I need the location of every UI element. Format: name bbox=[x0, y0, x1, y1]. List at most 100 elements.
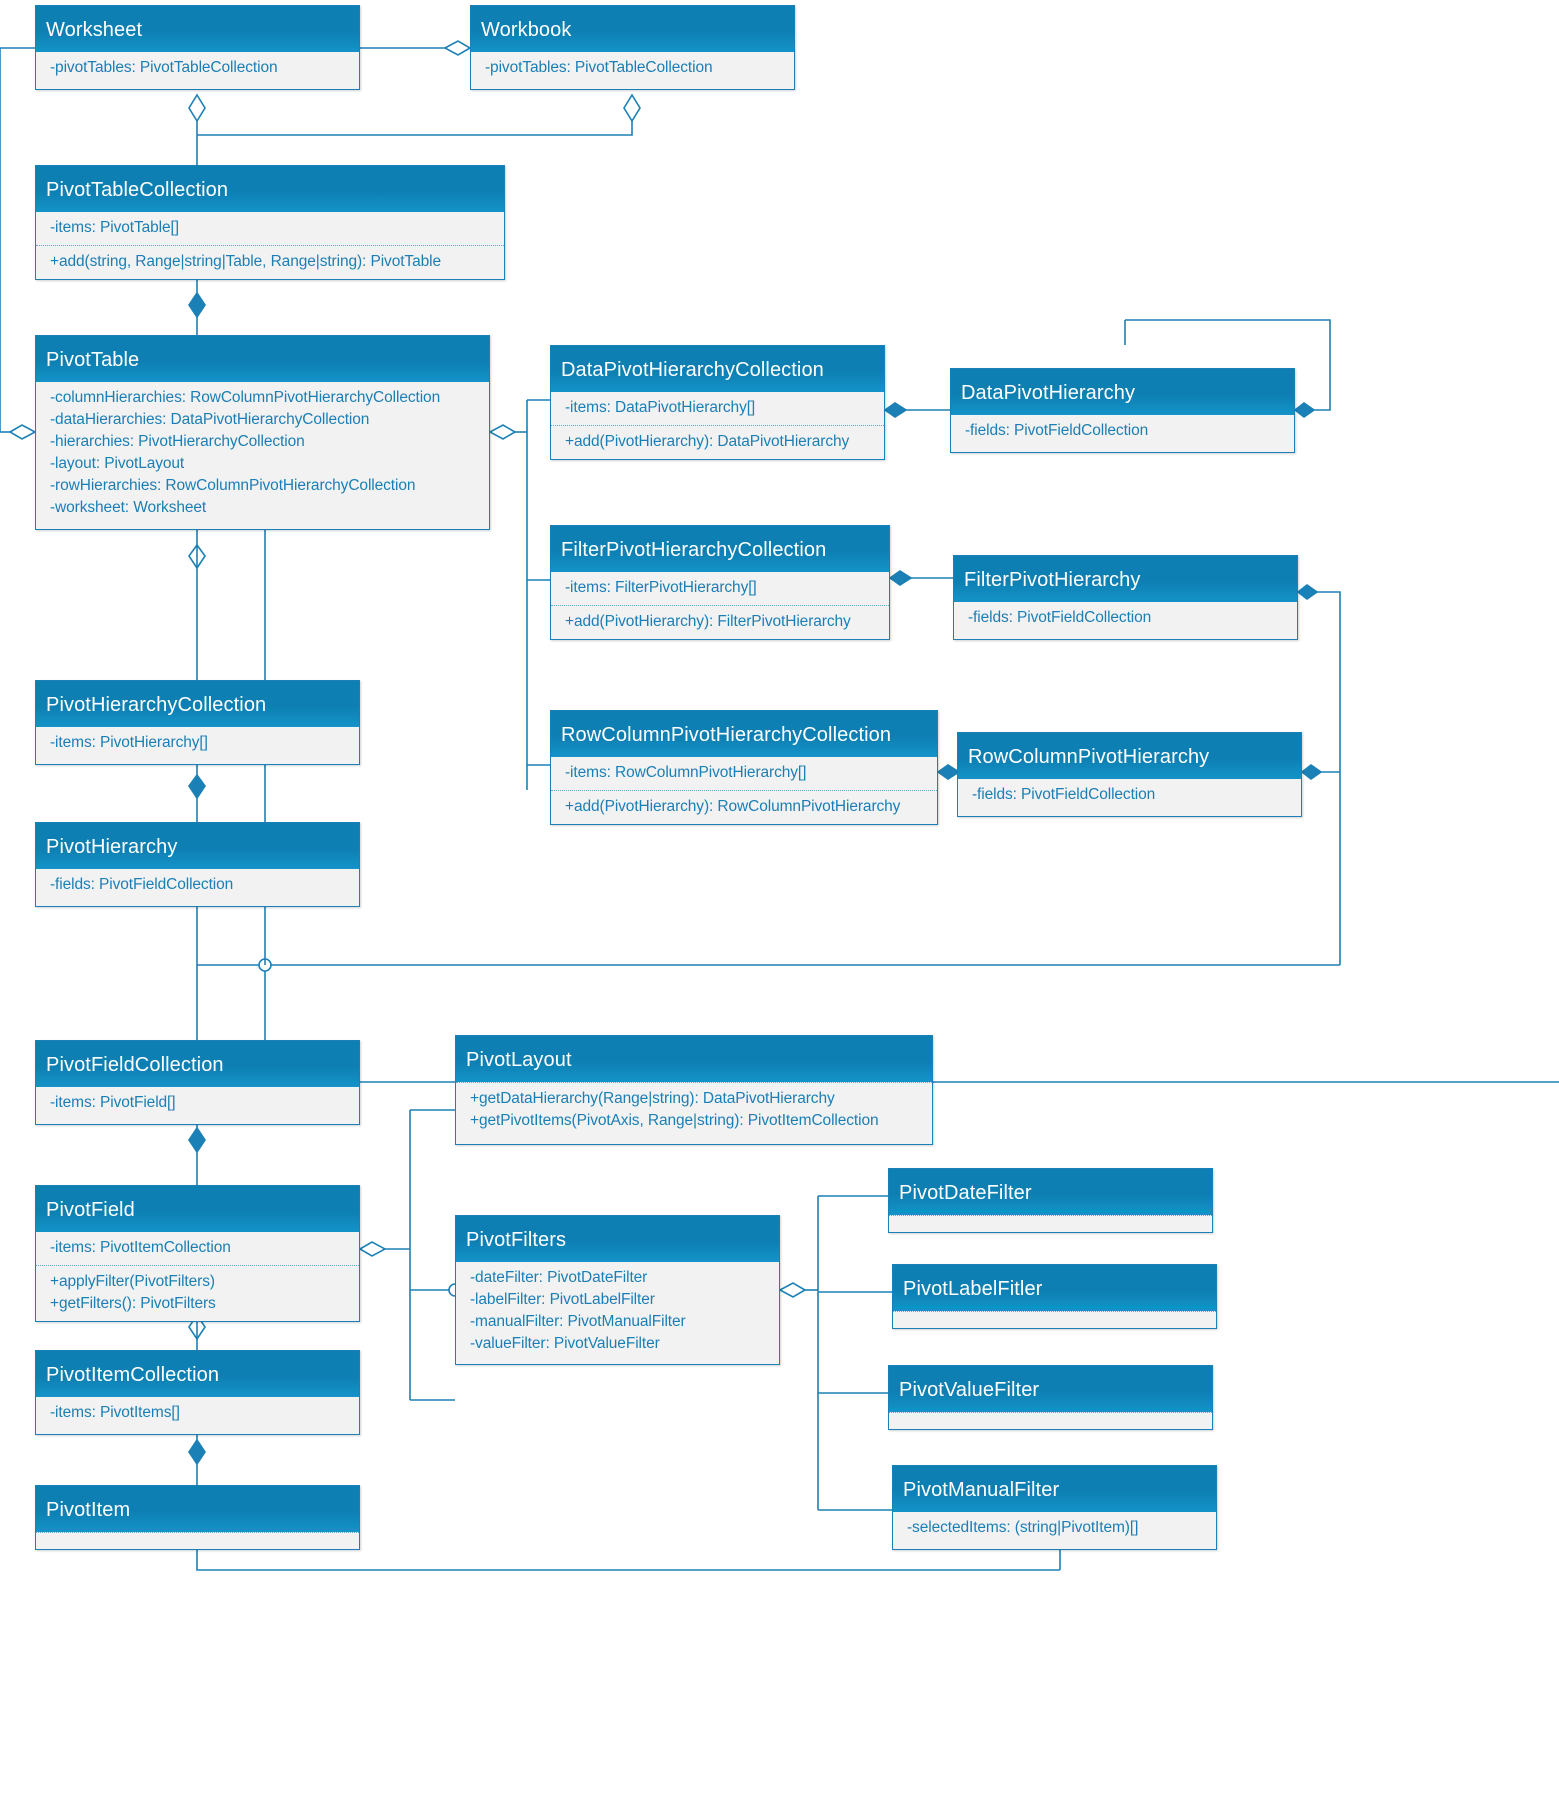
uml-class-filter-pivot-hierarchy-collection[interactable]: FilterPivotHierarchyCollection -items: Fi… bbox=[550, 525, 890, 640]
empty-compartment-pivot-label-filter bbox=[893, 1311, 1216, 1325]
uml-class-pivot-hierarchy-collection[interactable]: PivotHierarchyCollection -items: PivotHie… bbox=[35, 680, 360, 765]
attribute-row: -valueFilter: PivotValueFilter bbox=[470, 1335, 660, 1352]
class-name-row-column-pivot-hierarchy-collection: RowColumnPivotHierarchyCollection bbox=[551, 711, 937, 757]
attributes-compartment-pivot-field-collection: -items: PivotField[] bbox=[36, 1087, 359, 1120]
uml-class-worksheet[interactable]: Worksheet -pivotTables: PivotTableCollect… bbox=[35, 5, 360, 90]
attributes-compartment-pivot-hierarchy-collection: -items: PivotHierarchy[] bbox=[36, 727, 359, 760]
attribute-row: -fields: PivotFieldCollection bbox=[965, 422, 1149, 439]
attribute-row: -dateFilter: PivotDateFilter bbox=[470, 1269, 648, 1286]
attribute-row: -items: DataPivotHierarchy[] bbox=[565, 399, 756, 416]
attribute-row: -manualFilter: PivotManualFilter bbox=[470, 1313, 686, 1330]
uml-class-pivot-table[interactable]: PivotTable -columnHierarchies: RowColumnP… bbox=[35, 335, 490, 530]
uml-class-workbook[interactable]: Workbook -pivotTables: PivotTableCollecti… bbox=[470, 5, 795, 90]
attributes-compartment-pivot-table-collection: -items: PivotTable[] bbox=[36, 212, 504, 245]
attribute-row: -columnHierarchies: RowColumnPivotHierar… bbox=[50, 389, 441, 406]
attribute-row: -items: PivotField[] bbox=[50, 1094, 176, 1111]
attributes-compartment-pivot-hierarchy: -fields: PivotFieldCollection bbox=[36, 869, 359, 902]
uml-class-pivot-table-collection[interactable]: PivotTableCollection -items: PivotTable[]… bbox=[35, 165, 505, 280]
uml-class-data-pivot-hierarchy[interactable]: DataPivotHierarchy-fields: PivotFieldCol… bbox=[950, 368, 1295, 453]
attribute-row: -selectedItems: (string|PivotItem)[] bbox=[907, 1519, 1139, 1536]
class-name-workbook: Workbook bbox=[471, 6, 794, 52]
class-name-pivot-manual-filter: PivotManualFilter bbox=[893, 1466, 1216, 1512]
attributes-compartment-row-column-pivot-hierarchy-collection: -items: RowColumnPivotHierarchy[] bbox=[551, 757, 937, 790]
methods-compartment-filter-pivot-hierarchy-collection: +add(PivotHierarchy): FilterPivotHierarc… bbox=[551, 605, 889, 639]
attributes-compartment-worksheet: -pivotTables: PivotTableCollection bbox=[36, 52, 359, 85]
uml-class-pivot-label-filter[interactable]: PivotLabelFitler bbox=[892, 1264, 1217, 1329]
uml-class-row-column-pivot-hierarchy-collection[interactable]: RowColumnPivotHierarchyCollection -items:… bbox=[550, 710, 938, 825]
empty-compartment-pivot-value-filter bbox=[889, 1412, 1212, 1426]
method-row: +add(PivotHierarchy): RowColumnPivotHier… bbox=[565, 798, 901, 815]
attributes-compartment-workbook: -pivotTables: PivotTableCollection bbox=[471, 52, 794, 85]
method-row: +add(PivotHierarchy): FilterPivotHierarc… bbox=[565, 613, 851, 630]
uml-class-pivot-field[interactable]: PivotField -items: PivotItemCollection +ap… bbox=[35, 1185, 360, 1322]
attribute-row: -dataHierarchies: DataPivotHierarchyColl… bbox=[50, 411, 370, 428]
methods-compartment-data-pivot-hierarchy-collection: +add(PivotHierarchy): DataPivotHierarchy bbox=[551, 425, 884, 459]
attribute-row: -hierarchies: PivotHierarchyCollection bbox=[50, 433, 305, 450]
uml-class-pivot-value-filter[interactable]: PivotValueFilter bbox=[888, 1365, 1213, 1430]
attribute-row: -items: PivotItems[] bbox=[50, 1404, 180, 1421]
class-name-pivot-field-collection: PivotFieldCollection bbox=[36, 1041, 359, 1087]
attributes-compartment-pivot-manual-filter: -selectedItems: (string|PivotItem)[] bbox=[893, 1512, 1216, 1545]
method-row: +add(string, Range|string|Table, Range|s… bbox=[50, 253, 441, 270]
attributes-compartment-row-column-pivot-hierarchy: -fields: PivotFieldCollection bbox=[958, 779, 1301, 812]
attribute-row: -fields: PivotFieldCollection bbox=[972, 786, 1156, 803]
attribute-row: -pivotTables: PivotTableCollection bbox=[485, 59, 713, 76]
uml-class-pivot-hierarchy[interactable]: PivotHierarchy -fields: PivotFieldCollect… bbox=[35, 822, 360, 907]
attribute-row: -items: RowColumnPivotHierarchy[] bbox=[565, 764, 807, 781]
class-name-data-pivot-hierarchy-collection: DataPivotHierarchyCollection bbox=[551, 346, 884, 392]
class-name-filter-pivot-hierarchy-collection: FilterPivotHierarchyCollection bbox=[551, 526, 889, 572]
methods-compartment-pivot-field: +applyFilter(PivotFilters) +getFilters():… bbox=[36, 1265, 359, 1321]
class-name-pivot-date-filter: PivotDateFilter bbox=[889, 1169, 1212, 1215]
class-name-pivot-hierarchy: PivotHierarchy bbox=[36, 823, 359, 869]
attribute-row: -rowHierarchies: RowColumnPivotHierarchy… bbox=[50, 477, 416, 494]
attribute-row: -items: PivotTable[] bbox=[50, 219, 179, 236]
attribute-row: -fields: PivotFieldCollection bbox=[50, 876, 234, 893]
method-row: +getDataHierarchy(Range|string): DataPiv… bbox=[470, 1090, 835, 1107]
uml-class-pivot-item-collection[interactable]: PivotItemCollection -items: PivotItems[] bbox=[35, 1350, 360, 1435]
class-name-pivot-field: PivotField bbox=[36, 1186, 359, 1232]
uml-class-pivot-field-collection[interactable]: PivotFieldCollection -items: PivotField[] bbox=[35, 1040, 360, 1125]
class-name-pivot-layout: PivotLayout bbox=[456, 1036, 932, 1082]
method-row: +add(PivotHierarchy): DataPivotHierarchy bbox=[565, 433, 850, 450]
class-name-pivot-table-collection: PivotTableCollection bbox=[36, 166, 504, 212]
class-name-pivot-item-collection: PivotItemCollection bbox=[36, 1351, 359, 1397]
attributes-compartment-filter-pivot-hierarchy-collection: -items: FilterPivotHierarchy[] bbox=[551, 572, 889, 605]
uml-class-pivot-filters[interactable]: PivotFilters-dateFilter: PivotDateFilter… bbox=[455, 1215, 780, 1365]
attribute-row: -pivotTables: PivotTableCollection bbox=[50, 59, 278, 76]
class-name-pivot-filters: PivotFilters bbox=[456, 1216, 779, 1262]
attributes-compartment-pivot-filters: -dateFilter: PivotDateFilter -labelFilter… bbox=[456, 1262, 779, 1361]
attributes-compartment-data-pivot-hierarchy-collection: -items: DataPivotHierarchy[] bbox=[551, 392, 884, 425]
class-name-worksheet: Worksheet bbox=[36, 6, 359, 52]
method-row: +getFilters(): PivotFilters bbox=[50, 1295, 216, 1312]
attribute-row: -items: PivotItemCollection bbox=[50, 1239, 231, 1256]
class-name-row-column-pivot-hierarchy: RowColumnPivotHierarchy bbox=[958, 733, 1301, 779]
methods-compartment-pivot-table-collection: +add(string, Range|string|Table, Range|s… bbox=[36, 245, 504, 279]
attribute-row: -fields: PivotFieldCollection bbox=[968, 609, 1152, 626]
class-name-pivot-value-filter: PivotValueFilter bbox=[889, 1366, 1212, 1412]
uml-class-row-column-pivot-hierarchy[interactable]: RowColumnPivotHierarchy -fields: PivotFie… bbox=[957, 732, 1302, 817]
uml-class-pivot-manual-filter[interactable]: PivotManualFilter -selectedItems: (string… bbox=[892, 1465, 1217, 1550]
class-name-pivot-hierarchy-collection: PivotHierarchyCollection bbox=[36, 681, 359, 727]
attributes-compartment-data-pivot-hierarchy: -fields: PivotFieldCollection bbox=[951, 415, 1294, 448]
uml-class-data-pivot-hierarchy-collection[interactable]: DataPivotHierarchyCollection -items: Data… bbox=[550, 345, 885, 460]
attributes-compartment-filter-pivot-hierarchy: -fields: PivotFieldCollection bbox=[954, 602, 1297, 635]
methods-compartment-pivot-layout: +getDataHierarchy(Range|string): DataPiv… bbox=[456, 1082, 932, 1138]
uml-class-pivot-date-filter[interactable]: PivotDateFilter bbox=[888, 1168, 1213, 1233]
attributes-compartment-pivot-table: -columnHierarchies: RowColumnPivotHierar… bbox=[36, 382, 489, 525]
uml-class-pivot-layout[interactable]: PivotLayout +getDataHierarchy(Range|strin… bbox=[455, 1035, 933, 1145]
uml-class-filter-pivot-hierarchy[interactable]: FilterPivotHierarchy-fields: PivotFieldC… bbox=[953, 555, 1298, 640]
methods-compartment-row-column-pivot-hierarchy-collection: +add(PivotHierarchy): RowColumnPivotHier… bbox=[551, 790, 937, 824]
uml-class-pivot-item[interactable]: PivotItem bbox=[35, 1485, 360, 1550]
class-name-pivot-label-filter: PivotLabelFitler bbox=[893, 1265, 1216, 1311]
attribute-row: -worksheet: Worksheet bbox=[50, 499, 207, 516]
class-name-pivot-item: PivotItem bbox=[36, 1486, 359, 1532]
method-row: +applyFilter(PivotFilters) bbox=[50, 1273, 215, 1290]
attributes-compartment-pivot-item-collection: -items: PivotItems[] bbox=[36, 1397, 359, 1430]
attribute-row: -labelFilter: PivotLabelFilter bbox=[470, 1291, 655, 1308]
attribute-row: -items: FilterPivotHierarchy[] bbox=[565, 579, 757, 596]
class-name-pivot-table: PivotTable bbox=[36, 336, 489, 382]
empty-compartment-pivot-item bbox=[36, 1532, 359, 1546]
attribute-row: -items: PivotHierarchy[] bbox=[50, 734, 208, 751]
empty-compartment-pivot-date-filter bbox=[889, 1215, 1212, 1229]
